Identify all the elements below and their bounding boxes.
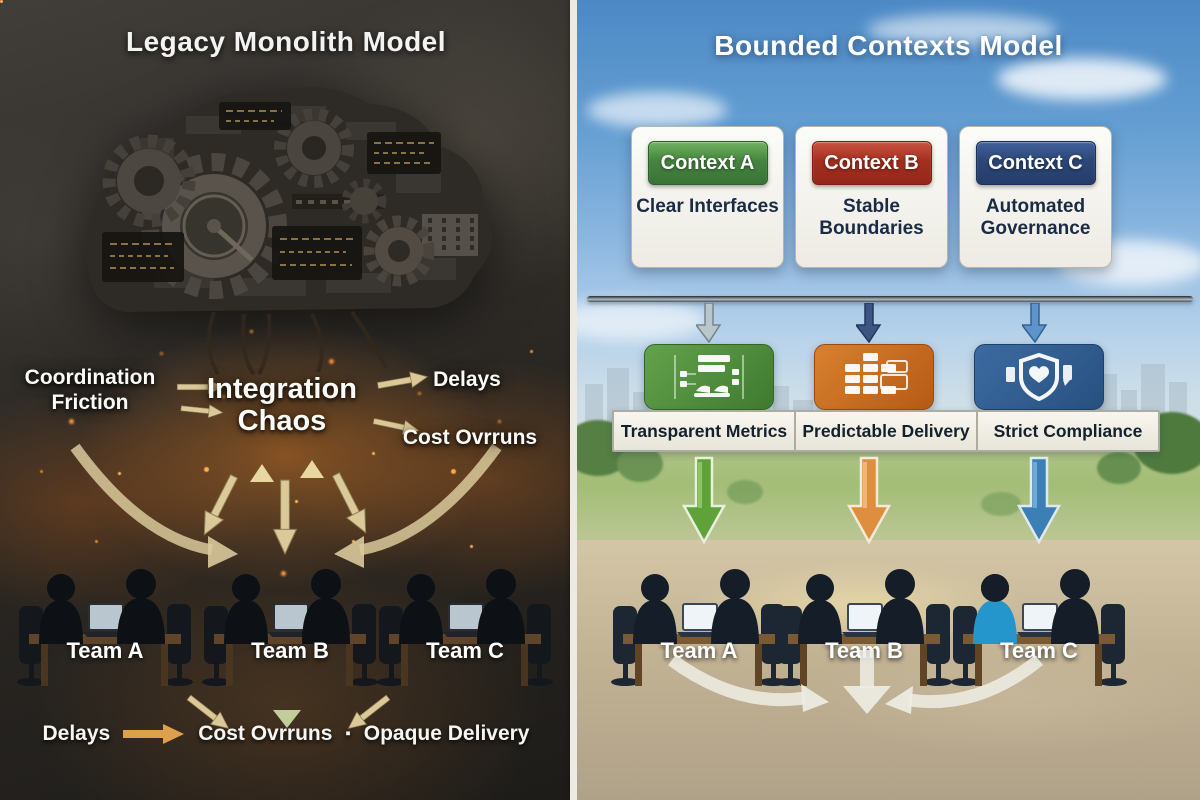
team-b-silhouette [776,569,952,686]
delays-label: Delays [433,368,501,391]
horizontal-rail [587,296,1193,302]
transparent-metrics-tile [644,344,774,410]
right-panel-title: Bounded Contexts Model [714,30,1063,61]
team-c-label: Team C [426,638,504,663]
blue-down-arrow-icon [1017,456,1061,544]
strict-compliance-label: Strict Compliance [976,412,1158,450]
right-arrow-icon [123,724,185,744]
green-down-arrow-icon [682,456,726,544]
bottom-delays-label: Delays [42,722,111,745]
context-b-benefit: Stable Boundaries [819,196,924,240]
context-c-button: Context C [975,141,1096,185]
cost-overruns-label: Cost Ovrruns [402,426,538,449]
gear-icon [363,215,435,287]
team-c-silhouette [951,569,1127,686]
integration-chaos-label: Integration Chaos [207,373,357,437]
context-b-button: Context B [811,141,932,185]
tree [727,480,763,504]
context-c-card: Context C Automated Governance [959,126,1112,268]
gear-brain-illustration [85,86,493,376]
predictable-delivery-label: Predictable Delivery [794,412,976,450]
cloud [997,58,1167,100]
cloud [577,300,707,340]
left-panel-title: Legacy Monolith Model [125,26,447,57]
gear-icon [102,134,196,228]
bottom-cost-overruns-label: Cost Ovrruns [198,722,333,745]
down-arrow-icon [696,303,722,343]
bottom-opaque-delivery-label: Opaque Delivery [363,722,530,745]
shield-governance-icon [1006,353,1072,401]
team-b-label: Team B [251,638,329,663]
team-a-silhouette [17,569,193,686]
bullet-separator: ▪ [345,724,351,742]
metric-labels-bar: Transparent Metrics Predictable Delivery… [612,410,1160,452]
context-a-card: Context A Clear Interfaces [631,126,784,268]
org-chart-icon [674,355,744,399]
cloud [867,14,1057,46]
cloud [587,92,727,128]
tree [1097,452,1141,484]
context-a-benefit: Clear Interfaces [636,196,779,217]
context-cards-row: Context A Clear Interfaces Context B Sta… [631,126,1112,268]
context-b-card: Context B Stable Boundaries [795,126,948,268]
team-c-label: Team C [1000,638,1078,663]
tree [981,492,1021,516]
gear-icon [274,108,354,188]
team-c-silhouette [377,569,553,686]
chaos-arrows [70,368,502,735]
down-arrow-icon [1022,303,1048,343]
transparent-metrics-label: Transparent Metrics [620,420,788,441]
bounded-contexts-panel: Bounded Contexts Model Context A Clear I… [577,0,1200,800]
context-c-benefit: Automated Governance [980,196,1091,240]
strict-compliance-tile [974,344,1104,410]
converging-arrows [668,650,1044,714]
panel-divider [570,0,577,800]
context-a-button: Context A [647,141,768,185]
gear-icon [341,178,387,224]
legacy-monolith-panel: Legacy Monolith Model [0,0,572,800]
fire-sparks [0,0,3,3]
down-arrow-icon [856,303,882,343]
predictable-delivery-tile [814,344,934,410]
wires [206,310,388,376]
coordination-friction-label: Coordination Friction [24,366,156,414]
orange-down-arrow-icon [847,456,891,544]
team-a-label: Team A [66,638,144,663]
kanban-board-icon [845,353,908,394]
tree [617,446,663,482]
team-b-silhouette [202,569,378,686]
legacy-outcomes-row: Delays Cost Ovrruns ▪ Opaque Delivery [0,722,572,746]
machine-label-plates [102,102,441,282]
